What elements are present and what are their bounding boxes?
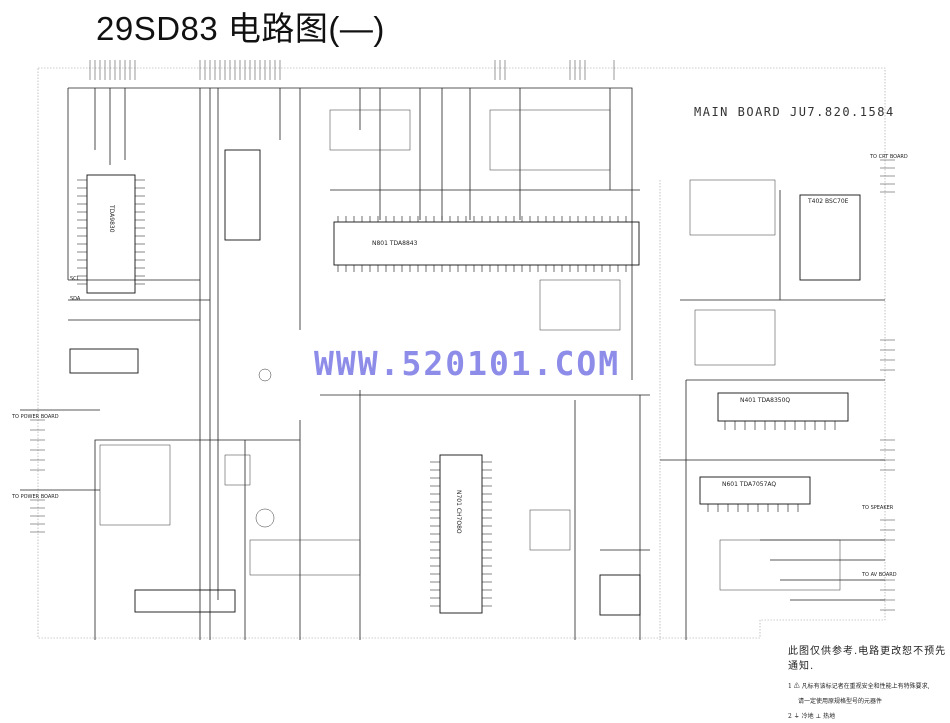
connector-label-speaker: TO SPEAKER [862,505,894,511]
ic-switch-body [69,348,139,374]
ic-label-n601: N601 TDA7057AQ [722,481,777,488]
ic-n401-body [717,392,849,422]
ic-n202-body [224,149,261,241]
transformer-t402-body [799,194,861,281]
net-label-scl: SCL [70,276,80,282]
watermark: WWW.520101.COM [314,344,621,383]
connector-x801-body [134,589,236,613]
ic-label-n200: TDA9830 [108,205,115,233]
ic-eeprom-body [599,574,641,616]
ic-label-n701: N701 CH7O8O [455,490,462,534]
component-clusters [30,60,895,611]
board-label: MAIN BOARD JU7.820.1584 [694,105,895,119]
ic-pin-rows [77,179,836,607]
page-title: 29SD83 电路图(—) [96,10,385,47]
notes-block: 此图仅供参考.电路更改恕不预先通知. 1 ⚠ 凡标有该标记者在重视安全和性能上有… [788,642,950,720]
connector-label-power-1: TO POWER BOARD [12,414,59,420]
ic-n601-body [699,476,811,505]
ic-label-n401: N401 TDA8350Q [740,397,791,404]
note-safety: 1 ⚠ 凡标有该标记者在重视安全和性能上有特殊要求, [788,683,930,690]
ic-label-t402: T402 BSC70E [808,198,849,205]
ic-n801-body [333,221,640,266]
note-disclaimer: 此图仅供参考.电路更改恕不预先通知. [788,646,947,672]
net-label-sda: SDA [70,296,81,302]
note-ground: 2 ⏚ 冷地 ⊥ 热地 [788,713,836,720]
board-outline-dashed [37,67,886,640]
connector-label-power-2: TO POWER BOARD [12,494,59,500]
ic-n701-body [439,454,483,614]
ic-label-n801: N801 TDA8843 [372,240,418,247]
ic-bodies [69,149,861,616]
connector-label-av: TO AV BOARD [862,572,897,578]
main-wiring [20,87,885,640]
ic-n200-body [86,174,136,294]
note-safety-cont: 请一定使用原规格型号的元器件 [798,698,883,705]
connector-label-crt: TO CRT BOARD [870,154,908,160]
